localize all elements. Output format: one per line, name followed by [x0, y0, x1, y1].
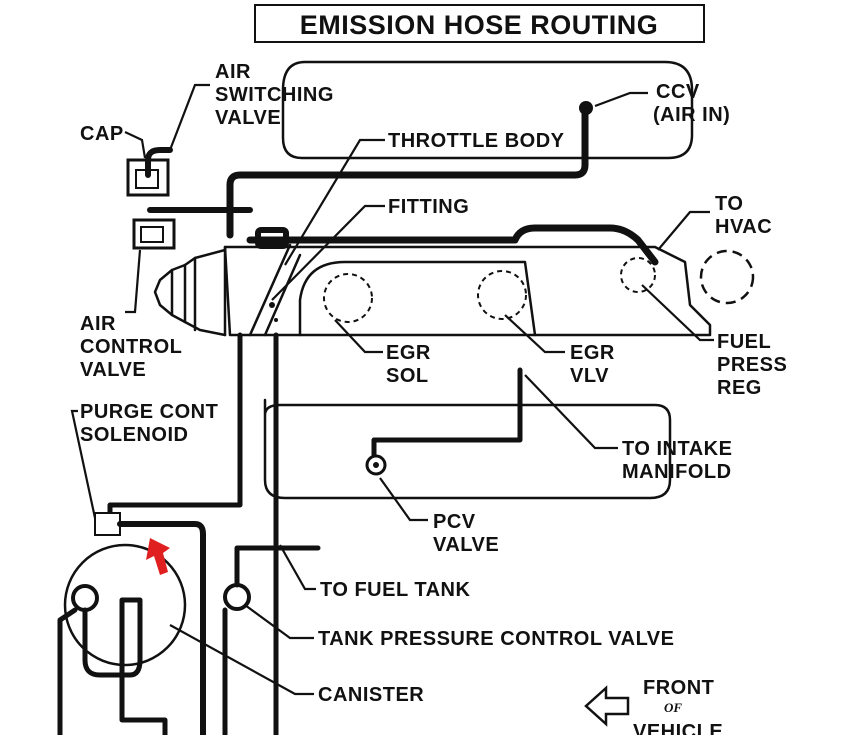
leader-to-fuel-tank [279, 544, 316, 591]
label-egr-sol-2: SOL [386, 365, 429, 387]
label-egr-sol-1: EGR [386, 342, 431, 364]
hose-pcv-loop [263, 398, 672, 500]
hose-fitting-to-hvac [246, 224, 659, 266]
label-ccv-2: (AIR IN) [653, 104, 730, 126]
leader-ccv [594, 91, 648, 108]
hose-throttle-to-ccv [226, 104, 589, 239]
leader-fitting [271, 204, 385, 301]
label-fuel-press-reg-1: FUEL [717, 331, 771, 353]
leader-to-intake [524, 374, 618, 450]
diagram-title: EMISSION HOSE ROUTING [300, 10, 659, 40]
canister-internal-tube [57, 597, 168, 735]
label-to-intake-1: TO INTAKE [622, 438, 732, 460]
pcv-valve [365, 454, 387, 476]
fuel-pressure-regulator [620, 257, 656, 293]
label-egr-vlv-2: VLV [570, 365, 609, 387]
air-control-valve-body [132, 218, 176, 250]
label-fuel-press-reg-2: PRESS [717, 354, 787, 376]
leader-cap [124, 131, 147, 159]
leader-to-hvac [657, 210, 710, 251]
label-pcv-valve-1: PCV [433, 511, 476, 533]
label-to-hvac-2: HVAC [715, 216, 772, 238]
bellows-ribs [170, 256, 197, 332]
label-fitting: FITTING [388, 196, 469, 218]
label-tank-pressure-control-valve: TANK PRESSURE CONTROL VALVE [318, 628, 675, 650]
intake-plenum-outline [223, 245, 712, 337]
label-of: OF [664, 700, 682, 715]
leader-fuel-press-reg [641, 284, 714, 342]
leader-canister [169, 624, 314, 696]
hose-solenoid-to-canister [117, 521, 206, 735]
air-cleaner-bellows [153, 248, 227, 337]
label-vehicle: VEHICLE [633, 721, 723, 735]
leader-egr-sol [334, 319, 383, 354]
label-air-switching-valve-3: VALVE [215, 107, 281, 129]
label-air-control-valve-2: CONTROL [80, 336, 182, 358]
purge-control-solenoid [94, 512, 121, 536]
canister-port-left [71, 584, 99, 612]
egr-solenoid [323, 273, 373, 323]
label-fuel-press-reg-3: REG [717, 377, 762, 399]
label-to-fuel-tank: TO FUEL TANK [320, 579, 471, 601]
label-air-control-valve-1: AIR [80, 313, 116, 335]
leader-air-switching-valve [168, 83, 210, 151]
hose-tank-pressure [222, 545, 321, 735]
fitting [255, 227, 289, 249]
label-throttle-body: THROTTLE BODY [388, 130, 565, 152]
title-box [254, 4, 705, 43]
ccv-air-hose-loop [281, 60, 694, 160]
label-air-switching-valve-1: AIR [215, 61, 251, 83]
egr-valve [477, 270, 527, 320]
intake-plenum-inner [298, 260, 537, 337]
label-cap: CAP [80, 123, 124, 145]
label-pcv-valve-2: VALVE [433, 534, 499, 556]
label-canister: CANISTER [318, 684, 424, 706]
label-purge-cont-solenoid-2: SOLENOID [80, 424, 188, 446]
red-pointer-arrow-icon [146, 538, 170, 575]
leader-tank-pressure [244, 604, 314, 640]
label-egr-vlv-1: EGR [570, 342, 615, 364]
label-air-switching-valve-2: SWITCHING [215, 84, 334, 106]
label-to-hvac-1: TO [715, 193, 743, 215]
leader-air-control-valve [125, 249, 142, 314]
label-air-control-valve-3: VALVE [80, 359, 146, 381]
front-arrow-icon [584, 685, 630, 727]
label-ccv-1: CCV [656, 81, 700, 103]
leader-pcv-valve [379, 477, 428, 522]
air-switching-valve-body [126, 158, 170, 197]
label-purge-cont-solenoid-1: PURGE CONT [80, 401, 218, 423]
label-front: FRONT [643, 677, 714, 699]
throttle-body [248, 243, 302, 337]
label-to-intake-2: MANIFOLD [622, 461, 732, 483]
leader-throttle-body [284, 138, 385, 266]
leader-purge-solenoid [70, 409, 97, 519]
canister [63, 543, 187, 667]
hose-pcv-to-intake [371, 367, 523, 458]
distributor-cap [699, 249, 755, 305]
leader-egr-vlv [504, 314, 565, 354]
